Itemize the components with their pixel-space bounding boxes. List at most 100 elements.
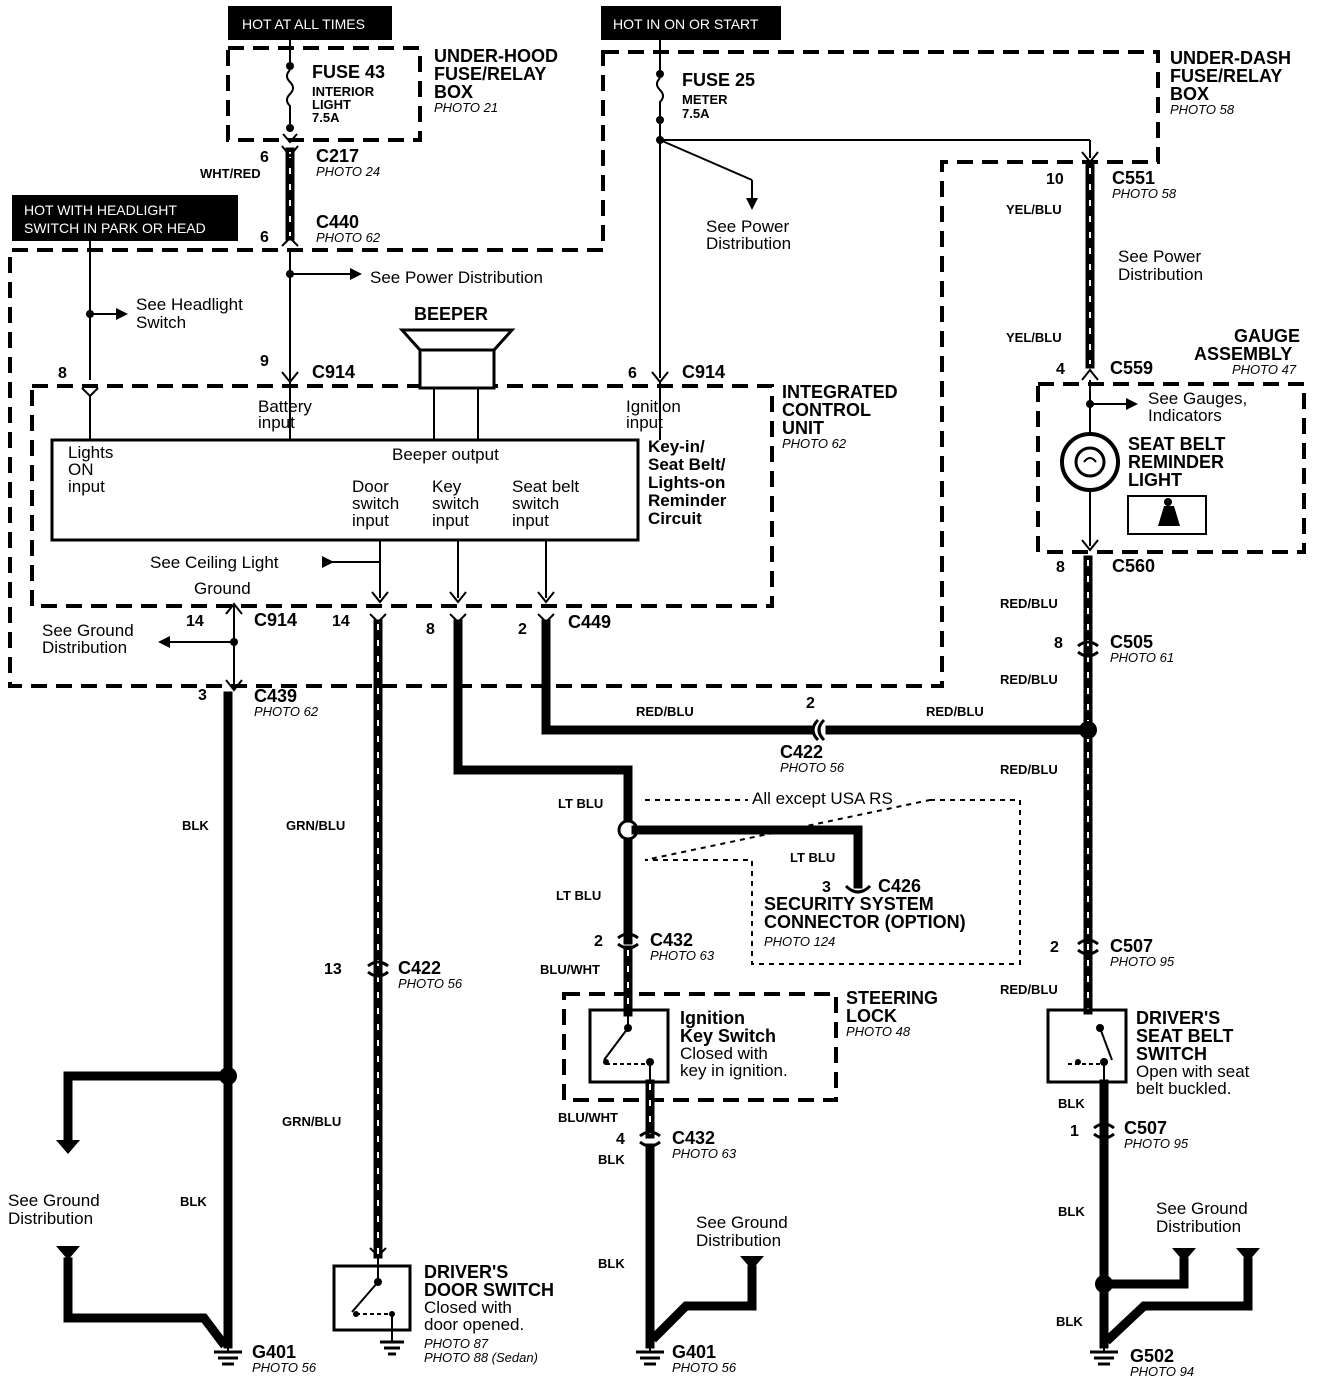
svg-text:PHOTO 94: PHOTO 94 <box>1130 1364 1194 1379</box>
underhood-box-outline <box>226 46 422 142</box>
hot-at-all-times-label: HOT AT ALL TIMES <box>228 6 392 40</box>
svg-text:LOCK: LOCK <box>846 1006 897 1026</box>
svg-text:See Gauges,: See Gauges, <box>1148 389 1247 408</box>
svg-text:CONNECTOR (OPTION): CONNECTOR (OPTION) <box>764 912 966 932</box>
svg-text:key in ignition.: key in ignition. <box>680 1061 788 1080</box>
wire-wht-red: WHT/RED <box>200 147 295 241</box>
battery-feed: See Power Distribution <box>281 248 543 384</box>
svg-text:6: 6 <box>260 229 269 246</box>
svg-text:PHOTO 88 (Sedan): PHOTO 88 (Sedan) <box>424 1350 538 1365</box>
svg-text:SWITCH: SWITCH <box>1136 1044 1207 1064</box>
svg-text:Ignition: Ignition <box>626 397 681 416</box>
svg-text:PHOTO 56: PHOTO 56 <box>672 1360 737 1375</box>
svg-text:C560: C560 <box>1112 556 1155 576</box>
connector-c422-mid: 2 C422 PHOTO 56 <box>780 695 845 775</box>
svg-text:C507: C507 <box>1110 936 1153 956</box>
svg-text:C217: C217 <box>316 146 359 166</box>
svg-text:RED/BLU: RED/BLU <box>1000 982 1058 997</box>
svg-text:PHOTO 62: PHOTO 62 <box>782 436 847 451</box>
svg-text:See Ground: See Ground <box>696 1213 788 1232</box>
svg-text:STEERING: STEERING <box>846 988 938 1008</box>
svg-text:C507: C507 <box>1124 1118 1167 1138</box>
drivers-seat-belt-switch: DRIVER'S SEAT BELT SWITCH Open with seat… <box>1046 1008 1250 1098</box>
svg-text:WHT/RED: WHT/RED <box>200 166 261 181</box>
wire-lt-blu: LT BLU LT BLU LT BLU <box>449 613 863 945</box>
svg-text:C439: C439 <box>254 686 297 706</box>
svg-text:FUSE/RELAY: FUSE/RELAY <box>1170 66 1282 86</box>
svg-text:DRIVER'S: DRIVER'S <box>1136 1008 1220 1028</box>
beeper: BEEPER <box>398 304 516 440</box>
seat-belt-reminder-light: See Gauges, Indicators SEAT BELT REMINDE… <box>1060 380 1247 552</box>
icu-input-labels: Battery input Ignition input <box>258 397 681 432</box>
svg-text:LT BLU: LT BLU <box>790 850 835 865</box>
svg-text:switch: switch <box>512 494 559 513</box>
svg-text:ON: ON <box>68 460 94 479</box>
svg-text:SEAT BELT: SEAT BELT <box>1128 434 1225 454</box>
svg-text:C422: C422 <box>398 958 441 978</box>
svg-text:LIGHT: LIGHT <box>312 97 351 112</box>
svg-text:PHOTO 95: PHOTO 95 <box>1110 954 1175 969</box>
svg-text:Door: Door <box>352 477 389 496</box>
svg-text:PHOTO 48: PHOTO 48 <box>846 1024 911 1039</box>
svg-text:input: input <box>626 413 663 432</box>
ignition-key-switch: Ignition Key Switch Closed with key in i… <box>588 1008 788 1084</box>
svg-text:CONTROL: CONTROL <box>782 400 871 420</box>
svg-text:Lights: Lights <box>68 443 113 462</box>
svg-text:8: 8 <box>58 365 67 382</box>
svg-text:PHOTO 124: PHOTO 124 <box>764 934 835 949</box>
svg-text:See Power Distribution: See Power Distribution <box>370 268 543 287</box>
svg-text:Switch: Switch <box>136 313 186 332</box>
svg-text:Distribution: Distribution <box>8 1209 93 1228</box>
svg-text:RED/BLU: RED/BLU <box>926 704 984 719</box>
svg-text:FUSE/RELAY: FUSE/RELAY <box>434 64 546 84</box>
connector-c505: 8 C505 PHOTO 61 <box>1054 632 1174 665</box>
connector-c422-lower: 13 C422 PHOTO 56 <box>324 958 463 991</box>
svg-text:YEL/BLU: YEL/BLU <box>1006 202 1062 217</box>
svg-text:7.5A: 7.5A <box>682 106 710 121</box>
svg-text:PHOTO 21: PHOTO 21 <box>434 100 498 115</box>
connector-c914-ign: 6 C914 <box>628 362 725 382</box>
svg-text:PHOTO 87: PHOTO 87 <box>424 1336 489 1351</box>
svg-text:7.5A: 7.5A <box>312 110 340 125</box>
svg-text:Open with seat: Open with seat <box>1136 1062 1250 1081</box>
svg-text:C551: C551 <box>1112 168 1155 188</box>
svg-text:Key Switch: Key Switch <box>680 1026 776 1046</box>
underhood-box-label: UNDER-HOOD FUSE/RELAY BOX PHOTO 21 <box>434 46 558 115</box>
svg-text:input: input <box>512 511 549 530</box>
svg-text:14: 14 <box>186 613 204 630</box>
svg-text:UNIT: UNIT <box>782 418 824 438</box>
svg-text:Key-in/: Key-in/ <box>648 437 705 456</box>
svg-text:2: 2 <box>1050 939 1059 956</box>
wire-blk-right: BLK BLK BLK See Ground Distribution <box>1056 1079 1260 1349</box>
svg-text:PHOTO 56: PHOTO 56 <box>780 760 845 775</box>
svg-text:C426: C426 <box>878 876 921 896</box>
svg-text:Closed with: Closed with <box>424 1298 512 1317</box>
wire-blu-wht-lower: BLU/WHT <box>558 1079 655 1139</box>
svg-text:C432: C432 <box>650 930 693 950</box>
svg-text:BLU/WHT: BLU/WHT <box>540 962 600 977</box>
svg-text:GRN/BLU: GRN/BLU <box>286 818 345 833</box>
security-connector: 3 C426 SECURITY SYSTEM CONNECTOR (OPTION… <box>752 789 966 949</box>
svg-text:See Ground: See Ground <box>42 621 134 640</box>
wire-blk-left: BLK BLK See Ground Distribution <box>8 691 237 1349</box>
svg-text:See Ceiling Light: See Ceiling Light <box>150 553 279 572</box>
icu-box-outline <box>30 384 774 608</box>
svg-text:PHOTO 95: PHOTO 95 <box>1124 1136 1189 1151</box>
underdash-box-outline <box>8 50 1160 688</box>
svg-text:PHOTO 47: PHOTO 47 <box>1232 362 1297 377</box>
connector-c559: 4 C559 <box>1056 358 1153 381</box>
svg-text:RED/BLU: RED/BLU <box>1000 762 1058 777</box>
svg-text:UNDER-DASH: UNDER-DASH <box>1170 48 1291 68</box>
svg-text:PHOTO 58: PHOTO 58 <box>1112 186 1177 201</box>
svg-text:PHOTO 56: PHOTO 56 <box>252 1360 317 1375</box>
svg-text:Closed with: Closed with <box>680 1044 768 1063</box>
svg-text:PHOTO 62: PHOTO 62 <box>254 704 319 719</box>
all-except-outline <box>644 799 1021 965</box>
wire-blu-wht-upper: BLU/WHT <box>540 945 633 1017</box>
svg-text:Seat Belt/: Seat Belt/ <box>648 455 726 474</box>
svg-text:input: input <box>68 477 105 496</box>
svg-text:4: 4 <box>616 1131 625 1148</box>
svg-text:G401: G401 <box>252 1342 296 1362</box>
icu-bottom-leads: See Ceiling Light Ground <box>150 540 555 690</box>
